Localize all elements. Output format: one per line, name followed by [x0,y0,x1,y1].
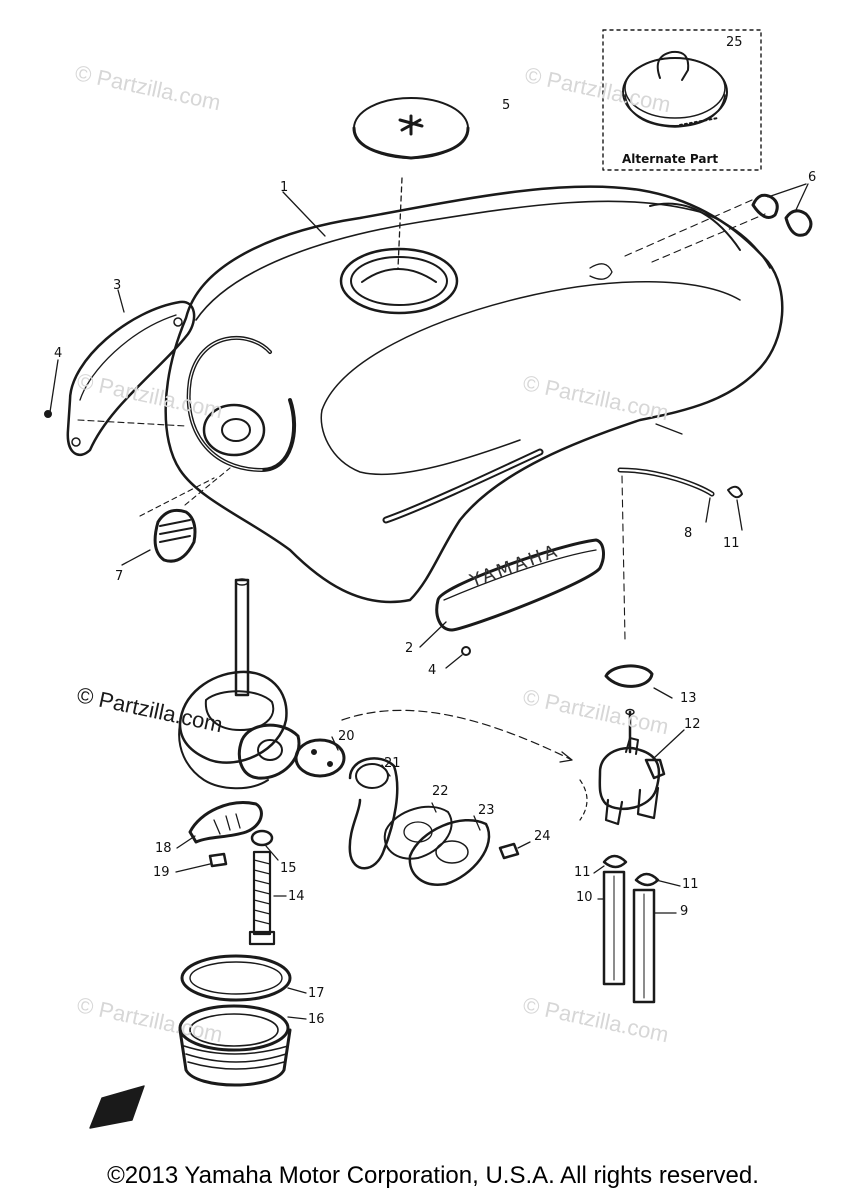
part-14-bolt [248,850,276,946]
part-12-fuel-cock [598,708,666,826]
part-10-hose [602,870,626,986]
part-8-overflow-hose [617,467,715,497]
callout-14: 14 [288,889,305,904]
callout-17: 17 [308,986,325,1001]
callout-15: 15 [280,861,297,876]
callout-19: 19 [153,865,170,880]
callout-2: 2 [405,641,414,656]
part-7-filler-knob [153,508,197,563]
part-16-cup [178,1004,292,1087]
callout-10: 10 [576,890,593,905]
callout-1: 1 [280,180,289,195]
callout-8: 8 [684,526,693,541]
part-20-plate [294,738,346,778]
callout-20: 20 [338,729,355,744]
e-code-logo [89,1085,145,1129]
part-2-emblem [435,538,605,632]
part-17-o-ring [180,954,292,1002]
part-18-strainer [188,801,263,844]
callout-11: 11 [574,865,591,880]
part-3-knee-grip [66,300,196,456]
part-19-screw [208,852,228,868]
callout-3: 3 [113,278,122,293]
callout-16: 16 [308,1012,325,1027]
copyright-notice: ©2013 Yamaha Motor Corporation, U.S.A. A… [107,1162,759,1189]
part-6-dampers [751,193,813,237]
callout-25: 25 [726,35,743,50]
callout-4: 4 [428,663,437,678]
callout-11: 11 [682,877,699,892]
callout-13: 13 [680,691,697,706]
part-25-alternate-cap [622,50,728,128]
callout-11: 11 [723,536,740,551]
part-9-hose [632,888,656,1004]
part-1-fuel-tank [164,185,784,604]
callout-5: 5 [502,98,511,113]
callout-24: 24 [534,829,551,844]
part-24-screw [498,842,520,860]
callout-12: 12 [684,717,701,732]
callout-9: 9 [680,904,689,919]
part-15-washer [250,829,274,847]
alternate-part-box [602,29,762,171]
part-21-lever [348,757,399,870]
callout-21: 21 [384,756,401,771]
callout-6: 6 [808,170,817,185]
callout-18: 18 [155,841,172,856]
alternate-part-label: Alternate Part [622,152,719,166]
part-13-gasket [604,664,654,688]
callout-22: 22 [432,784,449,799]
callout-7: 7 [115,569,124,584]
callout-23: 23 [478,803,495,818]
callout-4: 4 [54,346,63,361]
part-5-filler-cap [352,97,470,160]
fuel-cock-assembly-left [178,578,301,790]
part-23-plate [408,819,491,886]
